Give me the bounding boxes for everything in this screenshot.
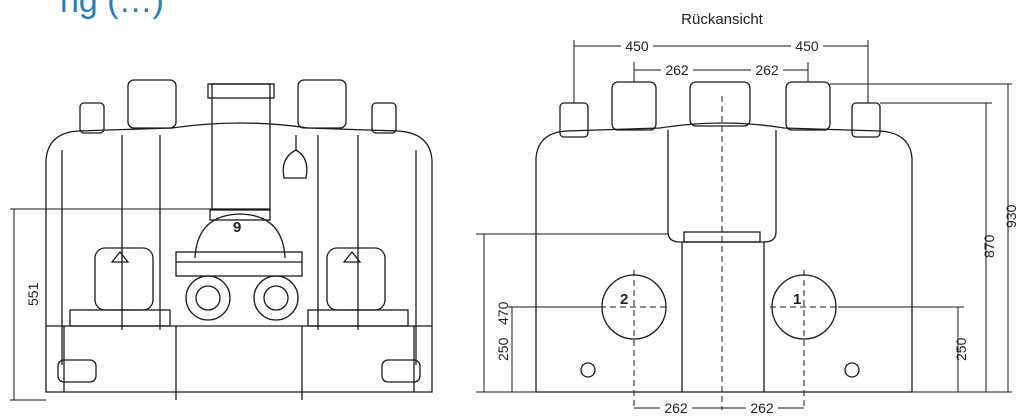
dim-bottom-right-262: 262: [750, 400, 774, 416]
dim-bottom-left-262: 262: [664, 400, 688, 416]
dim-top-left-450: 450: [625, 38, 649, 54]
marker-1: 1: [793, 291, 801, 308]
dim-top-right-262: 262: [755, 62, 779, 78]
dim-930: 930: [1003, 204, 1016, 228]
marker-9: 9: [233, 219, 241, 236]
page-title-fragment: ng (…): [60, 0, 164, 20]
dim-top-left-262: 262: [665, 62, 689, 78]
dim-870: 870: [981, 234, 997, 258]
marker-2: 2: [620, 291, 628, 308]
rear-view-label: Rückansicht: [681, 11, 764, 28]
front-view: [45, 79, 433, 400]
dim-top-right-450: 450: [795, 38, 819, 54]
dim-551: 551: [25, 282, 41, 306]
rear-view: [535, 81, 913, 393]
dim-250-left: 250: [495, 337, 511, 361]
dim-250-right: 250: [953, 337, 969, 361]
dim-470: 470: [495, 301, 511, 325]
